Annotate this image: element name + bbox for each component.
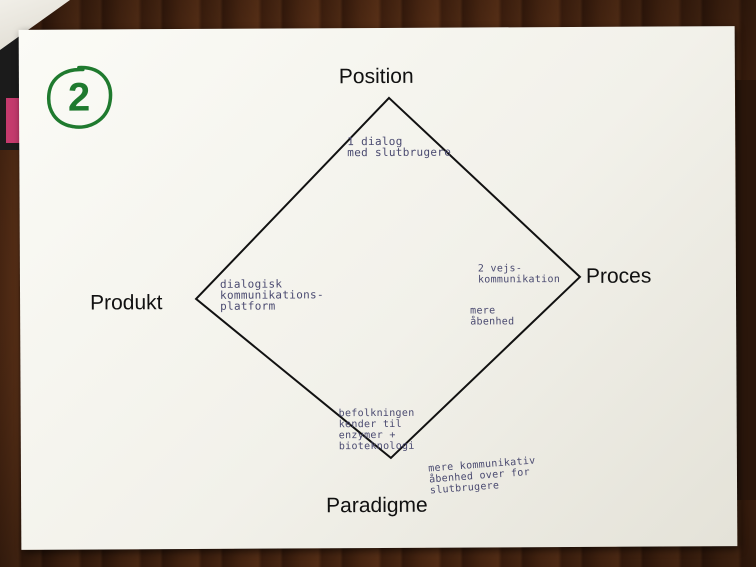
note-paradigme: befolkningen kender til enzymer + biotek… bbox=[338, 407, 415, 453]
note-proces-openness: mere åbenhed bbox=[470, 305, 515, 328]
diamond-diagram bbox=[194, 96, 582, 460]
diamond-outline bbox=[194, 96, 582, 460]
label-position: Position bbox=[338, 64, 414, 89]
green-circle-icon bbox=[46, 65, 113, 129]
pink-object-edge bbox=[6, 98, 22, 143]
note-proces-dialog: 2 vejs- kommunikation bbox=[477, 263, 561, 286]
label-paradigme: Paradigme bbox=[326, 493, 428, 518]
note-produkt: dialogisk kommunikations- platform bbox=[219, 277, 324, 313]
board-edge-right bbox=[736, 80, 756, 500]
note-position: 1 dialog med slutbrugere bbox=[347, 134, 452, 160]
label-proces: Proces bbox=[585, 264, 652, 288]
circled-number-badge: 2 bbox=[43, 63, 115, 131]
poster-sheet: 2 Position Proces Produkt Paradigme 1 di… bbox=[18, 26, 738, 550]
label-produkt: Produkt bbox=[90, 291, 163, 315]
